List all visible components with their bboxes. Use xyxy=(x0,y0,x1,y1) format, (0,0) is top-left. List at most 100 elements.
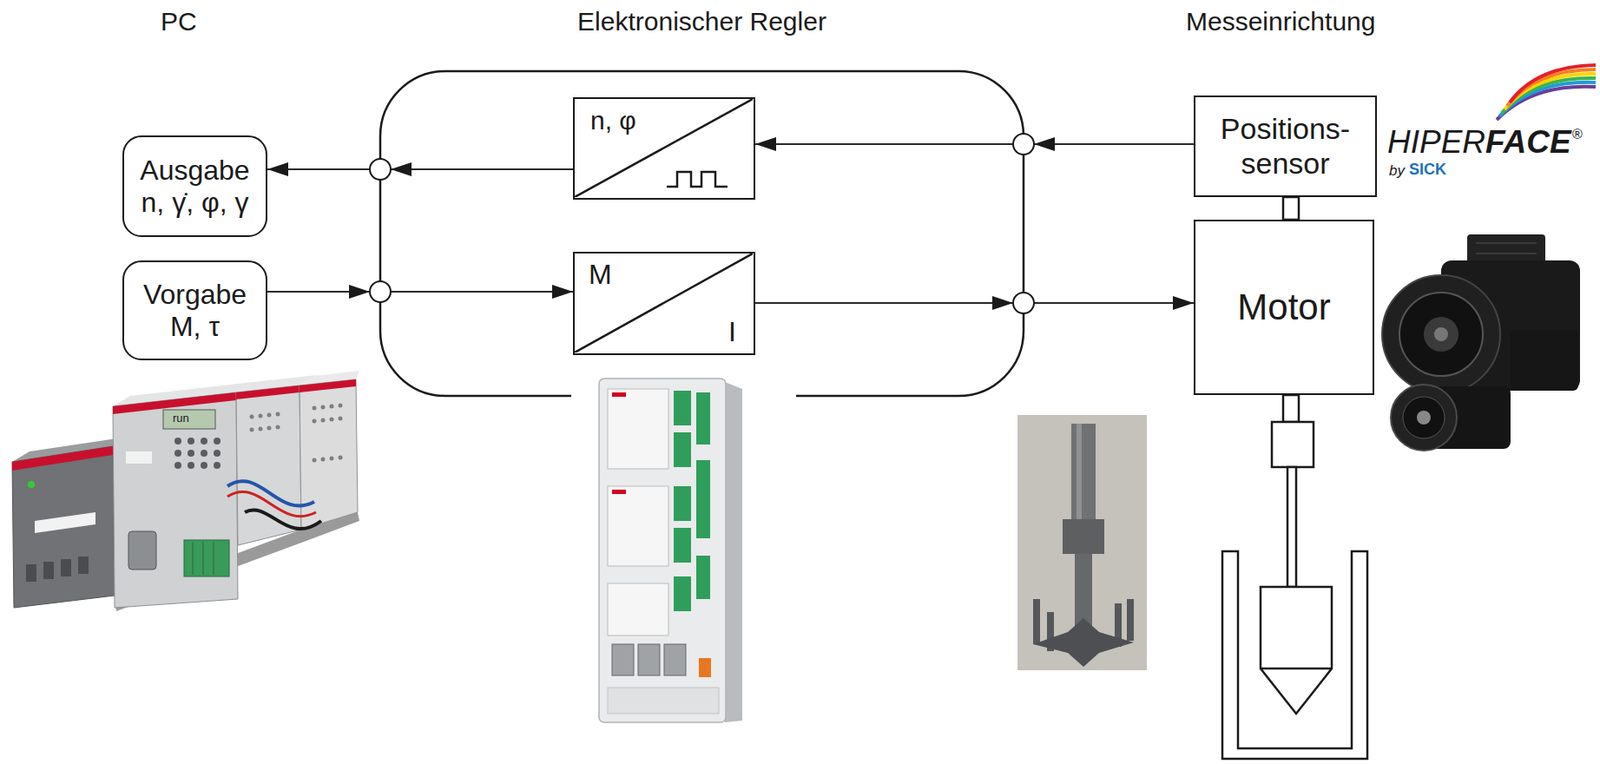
plc-photo-part-part xyxy=(321,457,326,462)
drive-photo-part xyxy=(607,687,719,714)
plc-photo-part xyxy=(187,461,195,469)
drive-photo-part xyxy=(612,392,626,397)
box-title: Ausgabe xyxy=(139,154,250,187)
drive-photo-part xyxy=(664,644,686,676)
logo-text: FACE xyxy=(1485,125,1572,161)
logo-text: HIPER xyxy=(1387,125,1486,161)
plc-photo-part xyxy=(12,446,113,471)
junction-circle xyxy=(369,281,391,303)
block-input-symbol: n, φ xyxy=(590,105,637,137)
drive-photo-part xyxy=(612,644,634,676)
drive-photo-part xyxy=(673,432,692,468)
plc-photo-part xyxy=(174,449,182,457)
plc-photo-part xyxy=(200,449,208,457)
plc-photo-part-part xyxy=(321,405,326,410)
controller-region: n, φMIElektronischer Regler xyxy=(380,71,1024,396)
stirrer-drawing-part xyxy=(1222,551,1368,759)
stirrer-drawing-part xyxy=(1283,197,1299,220)
plc-photo-part-part xyxy=(250,427,255,433)
plc-photo-part xyxy=(184,539,230,577)
plc-photo-part-part xyxy=(258,414,264,419)
junction-arrowhead xyxy=(1033,137,1055,152)
stirrer-drawing-part xyxy=(1271,421,1314,468)
plc-photo-part xyxy=(227,492,317,517)
plc-photo-part-part xyxy=(276,412,281,417)
drive-photo-part xyxy=(599,378,726,723)
signal-arrow xyxy=(267,290,573,293)
plc-photo-part xyxy=(200,461,208,469)
column-heading: Messeinrichtung xyxy=(1185,6,1376,36)
signal-arrow xyxy=(267,168,573,171)
plc-photo-part xyxy=(163,409,216,429)
plc-photo-part xyxy=(236,385,302,546)
block-input-symbol: M xyxy=(588,258,613,291)
box-title: Vorgabe xyxy=(143,278,247,311)
position-sensor-box: Positions- sensor xyxy=(1193,95,1377,198)
plc-photo-part-part xyxy=(338,416,343,422)
plc-photo-part xyxy=(213,461,221,469)
stirrer-drawing-part xyxy=(1260,586,1332,714)
plc-photo-part xyxy=(187,449,195,457)
plc-photo-part xyxy=(213,437,221,445)
logo-brand: SICK xyxy=(1409,161,1447,179)
spindle-photo-part xyxy=(1126,599,1134,641)
spindle-photo-part xyxy=(1033,599,1041,645)
plc-photo-part-part xyxy=(267,413,272,418)
plc-photo-part-part xyxy=(329,417,335,422)
logo-mark: ® xyxy=(1572,126,1583,143)
block-diagonal xyxy=(574,98,753,198)
box-title: Motor xyxy=(1237,286,1331,329)
logo-rainbow-part xyxy=(1509,65,1596,103)
drive-photo-part xyxy=(673,486,692,521)
plc-photo-part-part xyxy=(312,458,317,463)
plc-photo-part-part xyxy=(312,406,317,411)
signal-arrow xyxy=(755,143,1194,145)
drive-photo-part xyxy=(696,460,711,539)
plc-photo-part-part xyxy=(276,425,281,430)
plc-photo-part-part xyxy=(329,404,335,409)
stirrer-drawing-part xyxy=(1287,467,1297,587)
output-box: Ausgaben, γ̇, φ, γ xyxy=(122,135,268,238)
motor-photo-part xyxy=(1475,252,1537,255)
plc-photo-part-part xyxy=(250,414,255,420)
drive-photo-part xyxy=(698,658,712,678)
device-display-text: run xyxy=(172,412,190,425)
plc-photo-part xyxy=(174,437,182,445)
stirrer-drawing-part xyxy=(1260,667,1332,671)
plc-photo-part xyxy=(125,451,152,464)
feedback-block: n, φ xyxy=(572,97,756,200)
spindle-photo-part xyxy=(1033,618,1134,667)
plc-photo-part xyxy=(12,446,115,608)
plc-photo-part xyxy=(112,392,238,608)
junction-circle xyxy=(1013,133,1034,155)
plc-photo-part xyxy=(213,541,215,575)
torque-current-block: MI xyxy=(572,251,756,356)
plc-photo-part xyxy=(60,559,72,577)
signal-arrow xyxy=(755,302,1194,304)
plc-photo-part-part xyxy=(329,456,335,461)
drive-photo xyxy=(599,378,743,723)
motor-photo-part xyxy=(1423,316,1459,352)
spindle-photo-part xyxy=(1062,519,1105,554)
plc-photo-part xyxy=(203,541,205,575)
plc-photo-part xyxy=(78,556,89,574)
drive-photo-part xyxy=(696,392,711,445)
logo-rainbow-part xyxy=(1507,69,1596,106)
plc-photo-part xyxy=(213,449,221,457)
logo-rainbow xyxy=(1496,65,1596,120)
drive-photo-part xyxy=(724,381,743,723)
drive-photo-part xyxy=(638,644,660,676)
logo-subtext: by xyxy=(1389,163,1405,180)
junction-circle xyxy=(1013,292,1034,314)
drive-photo-part xyxy=(607,388,669,469)
stirrer-drawing-part xyxy=(1283,395,1299,422)
motor-box: Motor xyxy=(1193,219,1375,396)
junction-arrowhead xyxy=(390,162,412,177)
plc-photo-part-part xyxy=(267,426,272,431)
plc-photo-part xyxy=(299,379,356,393)
motor-photo-part xyxy=(1382,275,1501,394)
plc-photo-part xyxy=(34,512,96,534)
plc-photo-part xyxy=(236,385,300,400)
spindle-photo xyxy=(1017,414,1147,671)
